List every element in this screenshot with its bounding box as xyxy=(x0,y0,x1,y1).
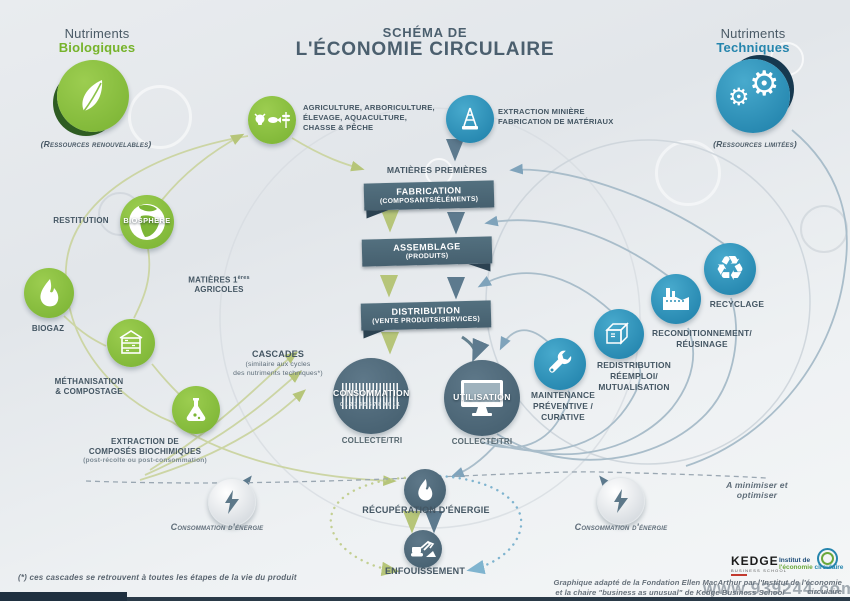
agriculture-label: AGRICULTURE, ARBORICULTURE, ÉLEVAGE, AQU… xyxy=(303,103,435,132)
extraction-label: EXTRACTION MINIÈRE FABRICATION DE MATÉRI… xyxy=(498,107,614,126)
page-title-line1: SCHÉMA DE xyxy=(382,25,468,40)
consommation-label: CONSOMMATION xyxy=(333,388,410,398)
consommation-circle: CONSOMMATION 0123456789011 xyxy=(333,358,409,434)
stage-distribution: DISTRIBUTION (VENTE PRODUITS/SERVICES) xyxy=(360,300,492,339)
biosphere-circle: BIOSPHÈRE xyxy=(120,195,174,249)
utilisation-circle: UTILISATION xyxy=(444,360,520,436)
lightning-icon xyxy=(614,489,628,513)
recyclage-label: RECYCLAGE xyxy=(709,299,765,309)
banner-fold xyxy=(366,209,389,219)
biochemical-extraction-label: EXTRACTION DE COMPOSÉS BIOCHIMIQUES xyxy=(88,437,202,456)
credit-line1: Graphique adapté de la Fondation Ellen M… xyxy=(553,578,842,596)
bio-resources-caption: (Ressources renouvelables) xyxy=(40,139,152,149)
flame-icon xyxy=(40,279,59,307)
barcode-digits: 0123456789011 xyxy=(340,402,402,408)
raw-materials-label: MATIÈRES PREMIÈRES xyxy=(386,165,488,175)
flame-icon xyxy=(418,479,433,501)
institut-logo-mark xyxy=(817,548,838,569)
credit-line2: et la chaire "business as unusual" de Ke… xyxy=(555,588,785,597)
recycle-icon: ♻ xyxy=(714,249,746,289)
collecte-tri-left: COLLECTE/TRI xyxy=(341,436,403,445)
bio-header-word1: Nutriments xyxy=(64,26,130,41)
kedge-wordmark: KEDGE xyxy=(731,554,779,568)
technical-nutrients-circle: ⚙ ⚙ xyxy=(716,59,790,133)
oil-derrick-icon xyxy=(462,107,478,130)
biogaz-label: BIOGAZ xyxy=(31,324,65,333)
footnote: (*) ces cascades se retrouvent à toutes … xyxy=(18,573,297,582)
flask-icon xyxy=(186,398,206,421)
institut-line1: Institut de xyxy=(779,557,811,564)
institut-green: l'économie xyxy=(779,564,813,571)
bottom-bar-left xyxy=(0,592,127,601)
monitor-icon xyxy=(461,380,503,416)
minimize-label: A minimiser et optimiser xyxy=(726,480,788,500)
globe-icon xyxy=(129,204,165,240)
cascades-caption: (similaire aux cycles des nutriments tec… xyxy=(233,361,323,377)
biogaz-circle xyxy=(24,268,74,318)
lightning-icon xyxy=(225,490,239,514)
maintenance-circle xyxy=(534,338,586,390)
stage-assemblage: ASSEMBLAGE (PRODUITS) xyxy=(361,236,493,272)
energy-right-label: Consommation d'énergie xyxy=(574,522,668,532)
biological-nutrients-circle xyxy=(57,60,129,132)
factory-icon xyxy=(663,288,689,310)
kedge-sub: BUSINESS SCHOOL xyxy=(731,568,788,573)
maintenance-label: MAINTENANCE PRÉVENTIVE / CURATIVE xyxy=(530,390,596,422)
energy-recovery-label: RÉCUPÉRATION D'ÉNERGIE xyxy=(362,505,490,515)
energy-left-label: Consommation d'énergie xyxy=(170,522,264,532)
landfill-circle xyxy=(404,530,442,568)
collecte-tri-right: COLLECTE/TRI xyxy=(451,437,513,446)
methanisation-label: MÉTHANISATION & COMPOSTAGE xyxy=(54,377,124,396)
biosphere-label: BIOSPHÈRE xyxy=(123,216,171,225)
excavator-icon xyxy=(411,540,436,557)
banner-fold xyxy=(363,329,386,339)
matieres-sup: ères xyxy=(237,275,250,281)
energy-right-circle xyxy=(597,477,645,525)
energy-recovery-circle xyxy=(404,469,446,511)
energy-left-circle xyxy=(208,478,256,526)
gear-icon: ⚙ xyxy=(728,83,750,111)
utilisation-label: UTILISATION xyxy=(453,392,511,402)
matieres-text: MATIÈRES 1 xyxy=(188,275,238,285)
page-title-line2: L'ÉCONOMIE CIRCULAIRE xyxy=(295,39,555,60)
bio-header-word2: Biologiques xyxy=(58,40,136,55)
watermark: www.939244.com xyxy=(703,579,850,598)
bottom-bar xyxy=(0,597,850,601)
tech-resources-caption: (Ressources limitées) xyxy=(713,139,797,149)
cascades-title: CASCADES xyxy=(251,349,305,359)
biochemical-extraction-caption: (post-récolte ou post-consommation) xyxy=(83,457,207,464)
stage-fabrication: FABRICATION (COMPOSANTS/ÉLÉMENTS) xyxy=(363,180,495,219)
reconditionnement-label: RECONDITIONNEMENT/ RÉUSINAGE xyxy=(652,328,752,349)
reconditionnement-circle xyxy=(651,274,701,324)
restitution-label: RESTITUTION xyxy=(53,216,109,225)
redistribution-circle xyxy=(594,309,644,359)
extraction-circle xyxy=(446,95,494,143)
methanisation-circle xyxy=(107,319,155,367)
institut-logo-inner xyxy=(821,552,834,565)
agriculture-icons xyxy=(254,112,290,128)
matieres-agricoles-label: MATIÈRES 1ères AGRICOLES xyxy=(188,275,250,294)
leaf-icon xyxy=(82,80,103,112)
boxes-icon xyxy=(605,322,629,345)
agriculture-circle xyxy=(248,96,296,144)
wrench-icon xyxy=(549,350,572,373)
matieres-line2: AGRICOLES xyxy=(194,284,244,294)
landfill-label: ENFOUISSEMENT xyxy=(384,566,466,576)
tech-header-word1: Nutriments xyxy=(720,26,786,41)
biochemical-extraction-circle xyxy=(172,386,220,434)
gear-icon: ⚙ xyxy=(749,64,780,104)
banner-fold xyxy=(468,263,491,272)
tech-header-word2: Techniques xyxy=(716,40,790,55)
redistribution-label: REDISTRIBUTION RÉEMPLOI/ MUTUALISATION xyxy=(597,360,671,392)
barcode-icon xyxy=(342,383,400,409)
kedge-accent xyxy=(731,574,747,576)
recyclage-circle: ♻ xyxy=(704,243,756,295)
compost-bin-icon xyxy=(119,330,143,354)
kedge-logo: KEDGE BUSINESS SCHOOL xyxy=(731,554,787,576)
